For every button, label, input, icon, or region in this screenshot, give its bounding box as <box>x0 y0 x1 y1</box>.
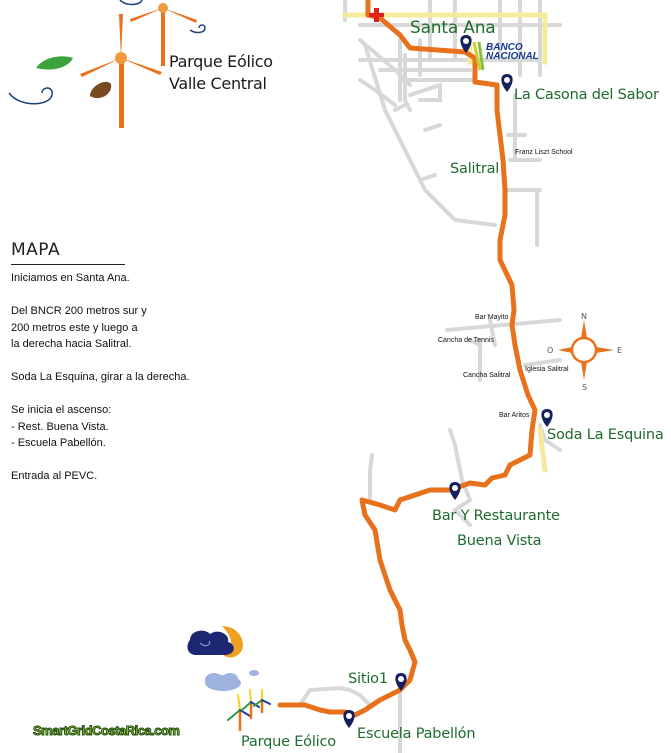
direction-step-3: Soda La Esquina, girar a la derecha. <box>11 371 190 383</box>
logo-title-line2: Valle Central <box>169 74 267 93</box>
compass-east: E <box>617 346 623 355</box>
label-santa-ana[interactable]: Santa Ana <box>410 18 496 38</box>
poi-iglesia-salitral: Iglesia Salitral <box>525 366 569 373</box>
poi-bar-aritos: Bar Aritos <box>499 412 530 419</box>
label-la-casona-del-sabor[interactable]: La Casona del Sabor <box>514 87 659 103</box>
marker-sitio1 <box>395 673 407 691</box>
label-buena-vista[interactable]: Buena Vista <box>457 533 542 549</box>
marker-escuela <box>343 710 355 728</box>
logo-title-line1: Parque Eólico <box>169 52 273 71</box>
label-escuela-pabellon[interactable]: Escuela Pabellón <box>357 726 476 742</box>
moon-cloud-icon <box>187 626 243 658</box>
directions-text: Iniciamos en Santa Ana. Del BNCR 200 met… <box>11 270 190 501</box>
label-bar-restaurante[interactable]: Bar Y Restaurante <box>432 508 560 524</box>
direction-step-1: Iniciamos en Santa Ana. <box>11 272 130 284</box>
marker-santa-ana <box>460 35 472 53</box>
label-salitral[interactable]: Salitral <box>450 161 500 177</box>
label-sitio1[interactable]: Sitio1 <box>348 671 388 687</box>
hospital-icon <box>369 8 384 22</box>
compass-south: S <box>582 383 588 392</box>
small-turbines-icon <box>227 689 271 732</box>
direction-step-5: Entrada al PEVC. <box>11 470 98 482</box>
poi-cancha-de-tennis: Cancha de Tennis <box>438 337 494 344</box>
poi-bar-mayito: Bar Mayito <box>475 314 509 321</box>
label-parque-eolico[interactable]: Parque Eólico <box>241 734 336 750</box>
compass-west: O <box>547 346 554 355</box>
compass-north: N <box>581 312 587 321</box>
bank-nacional-label: BANCO NACIONAL <box>486 42 539 62</box>
marker-buena-vista <box>449 482 461 500</box>
marker-soda <box>541 409 553 427</box>
park-logo-title: Parque Eólico Valle Central <box>169 51 273 95</box>
brand-link[interactable]: SmartGridCostaRica.com <box>33 723 181 739</box>
location-markers <box>343 35 553 728</box>
poi-cancha-salitral: Cancha Salitral <box>463 372 511 379</box>
label-soda-la-esquina[interactable]: Soda La Esquina <box>547 427 664 443</box>
direction-step-4: Se inicia el ascenso: - Rest. Buena Vist… <box>11 404 112 449</box>
heading-divider <box>11 264 125 265</box>
bank-logo-icon <box>472 41 485 71</box>
compass-icon <box>558 320 614 380</box>
poi-franz-liszt-school: Franz Liszt School <box>515 149 573 156</box>
cloud-icon <box>205 670 259 691</box>
marker-casona <box>501 74 513 92</box>
direction-step-2: Del BNCR 200 metros sur y 200 metros est… <box>11 305 147 350</box>
wind-turbine-logo-icon <box>8 0 206 128</box>
route-line <box>277 0 538 718</box>
directions-heading: MAPA <box>11 240 61 260</box>
